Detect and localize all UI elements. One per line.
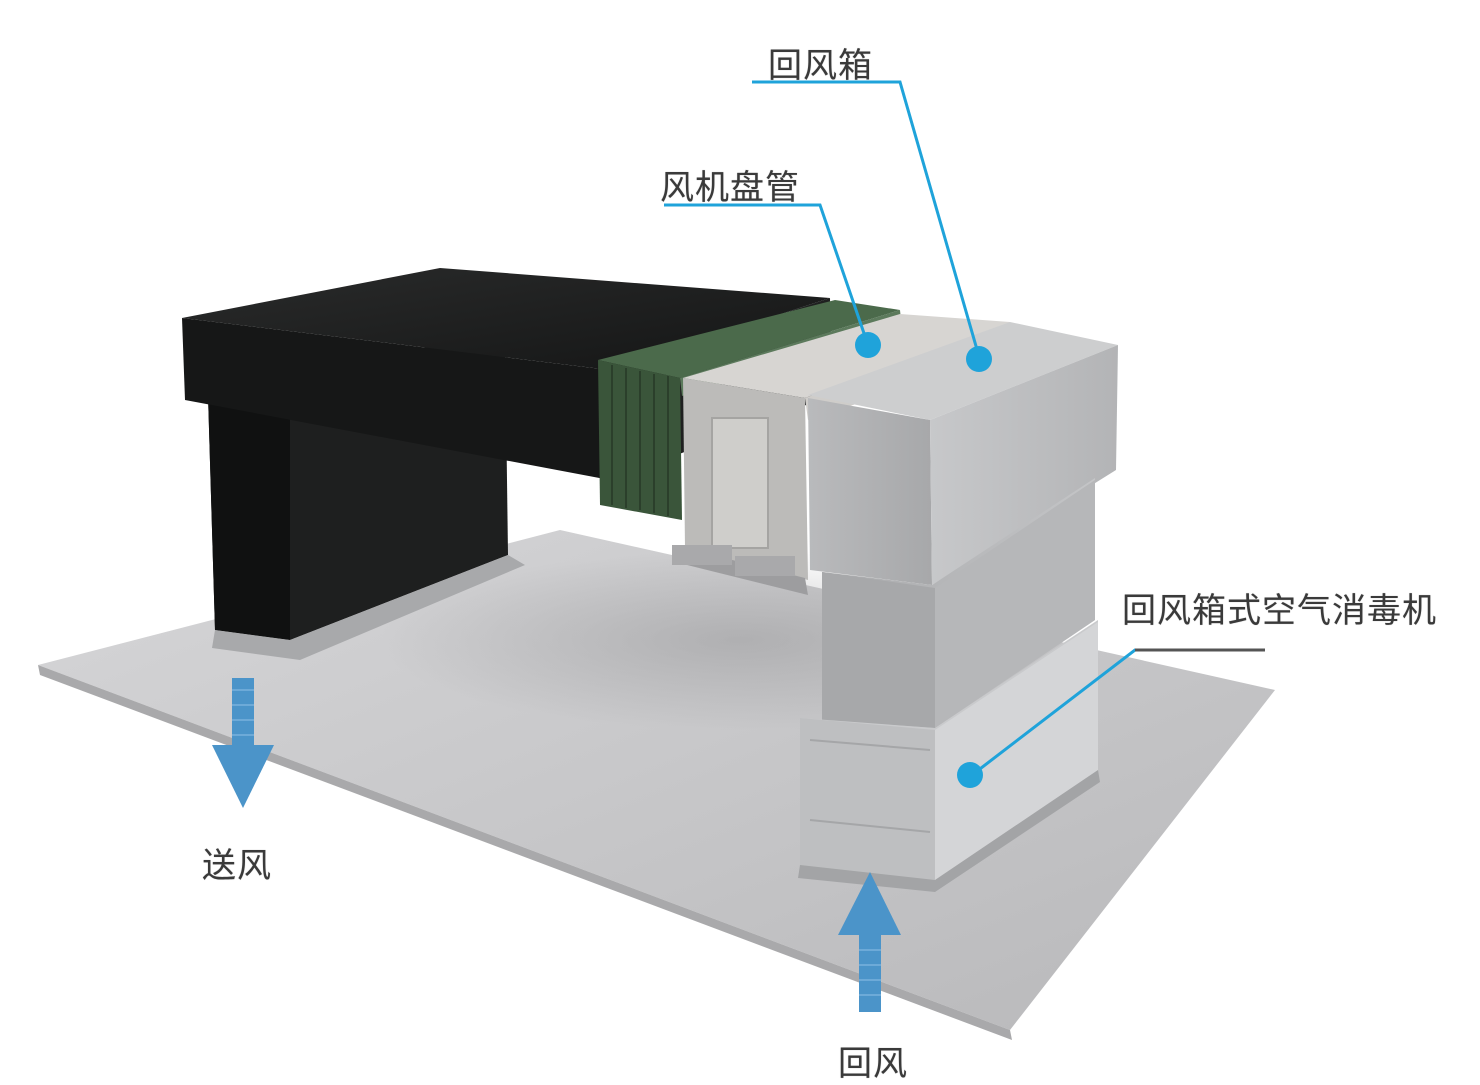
label-return-air-box: 回风箱 — [768, 46, 873, 86]
supply-air-arrow — [212, 678, 274, 808]
sterilizer-base — [798, 620, 1100, 892]
label-return-air: 回风 — [838, 1044, 908, 1084]
return-air-box — [808, 322, 1118, 585]
coil-fins — [611, 365, 669, 516]
label-supply-air: 送风 — [202, 846, 272, 886]
leader-return-air-box — [752, 80, 982, 361]
marker-sterilizer — [957, 762, 983, 788]
marker-dots — [855, 332, 992, 788]
leader-lines — [664, 80, 1265, 777]
marker-fan-coil — [855, 332, 881, 358]
marker-return-air-box — [966, 346, 992, 372]
leader-fan-coil — [664, 203, 870, 346]
label-fan-coil: 风机盘管 — [660, 168, 800, 208]
return-air-arrow — [838, 872, 901, 1012]
label-sterilizer: 回风箱式空气消毒机 — [1122, 591, 1437, 631]
sterilizer-column — [822, 478, 1095, 728]
